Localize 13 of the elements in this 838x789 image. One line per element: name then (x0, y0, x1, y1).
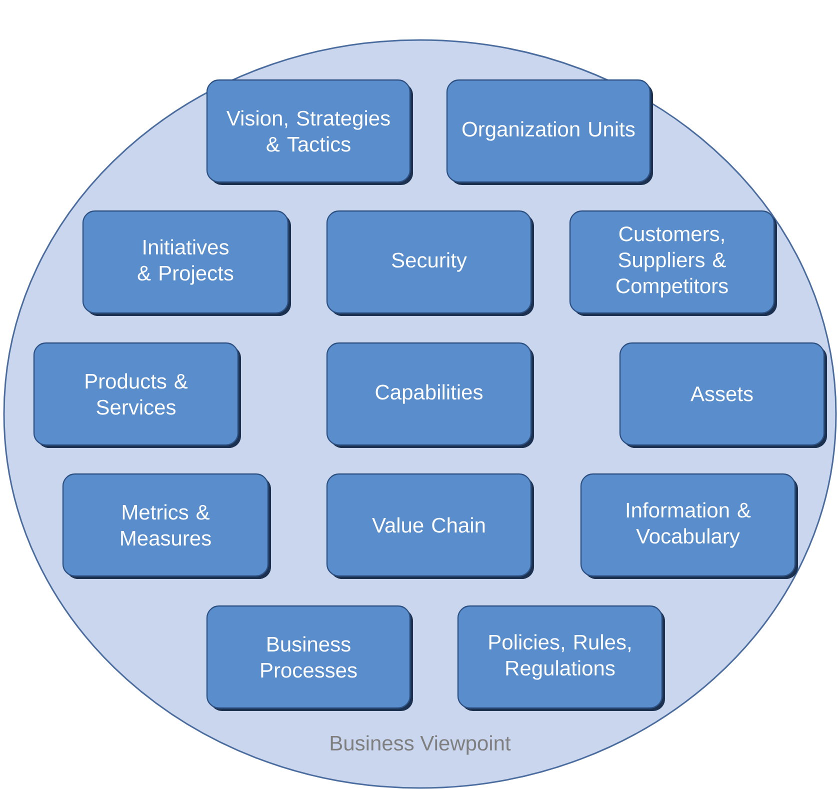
category-box: Organization Units (446, 79, 653, 185)
category-box: Security (326, 210, 534, 316)
category-box: Initiatives & Projects (82, 210, 291, 316)
category-box: Business Processes (206, 605, 413, 711)
category-box: Policies, Rules, Regulations (457, 605, 665, 711)
category-box: Information & Vocabulary (580, 473, 798, 579)
category-box: Vision, Strategies & Tactics (206, 79, 413, 185)
category-box: Metrics & Measures (62, 473, 271, 579)
category-box: Customers, Suppliers & Competitors (569, 210, 777, 316)
category-box: Value Chain (326, 473, 534, 579)
category-box: Assets (619, 342, 827, 448)
category-box: Products & Services (33, 342, 241, 448)
category-box: Capabilities (326, 342, 534, 448)
